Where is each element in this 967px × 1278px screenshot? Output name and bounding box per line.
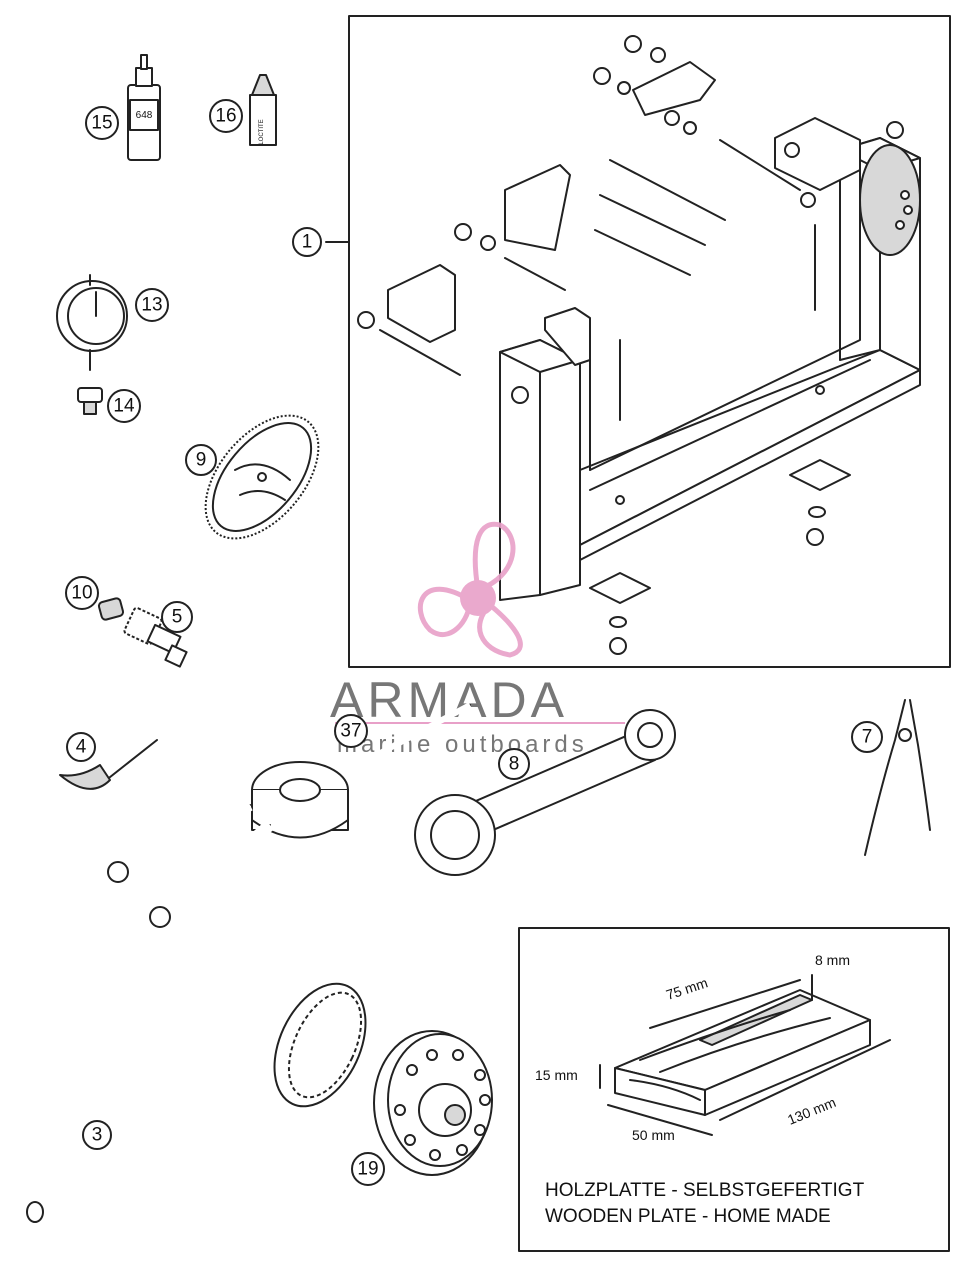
adapter-drawing	[77, 387, 103, 415]
caption-german: HOLZPLATTE - SELBSTGEFERTIGT	[545, 1180, 865, 1201]
engine-stand-drawing	[357, 35, 921, 655]
callout-16: 16	[209, 99, 243, 133]
holding-tool-drawing	[26, 982, 367, 1223]
degree-disc-drawing	[204, 414, 320, 540]
svg-text:13: 13	[141, 295, 162, 316]
callout-37: 37	[334, 714, 368, 748]
svg-text:37: 37	[340, 721, 361, 742]
svg-text:10: 10	[71, 583, 92, 604]
svg-text:19: 19	[357, 1159, 378, 1180]
callout-8: 8	[498, 748, 530, 780]
holding-wrench-drawing	[414, 709, 676, 876]
watermark-propeller-logo	[417, 521, 523, 658]
callout-5: 5	[161, 601, 193, 633]
callout-19: 19	[351, 1152, 385, 1186]
wooden-plate-drawing	[614, 989, 871, 1116]
dim-8: 8 mm	[815, 952, 850, 968]
tube-label: LOCTITE	[259, 119, 265, 144]
callout-4: 4	[66, 732, 96, 762]
engine-stand-frame-box	[348, 15, 951, 668]
callout-3: 3	[82, 1120, 112, 1150]
dim-75: 75 mm	[664, 974, 710, 1002]
svg-text:5: 5	[172, 607, 183, 628]
circlip-pliers-drawing	[864, 699, 931, 856]
callout-13: 13	[135, 288, 169, 322]
loctite-bottle-drawing: 648	[127, 54, 161, 161]
svg-text:7: 7	[862, 727, 873, 748]
svg-text:8: 8	[509, 754, 520, 775]
callout-10: 10	[65, 576, 99, 610]
callout-1: 1	[292, 227, 322, 257]
callout-14: 14	[107, 389, 141, 423]
dial-gauge-drawing	[56, 274, 128, 371]
svg-text:15: 15	[91, 113, 112, 134]
svg-text:1: 1	[302, 232, 313, 253]
rotor-disc-drawing	[373, 1030, 493, 1176]
svg-text:9: 9	[196, 450, 207, 471]
svg-text:14: 14	[113, 396, 135, 417]
dim-15: 15 mm	[535, 1067, 578, 1083]
flywheel-puller-drawing	[107, 702, 472, 928]
svg-text:16: 16	[215, 106, 236, 127]
pointer-tool-drawing	[59, 739, 158, 790]
puller-drawing	[97, 597, 188, 668]
bottle-label: 648	[136, 110, 153, 121]
wooden-plate-inset-box	[518, 927, 950, 1252]
callout-7: 7	[851, 721, 883, 753]
svg-text:3: 3	[92, 1125, 103, 1146]
callout-9: 9	[185, 444, 217, 476]
loctite-tube-drawing: LOCTITE	[249, 74, 277, 146]
dim-130: 130 mm	[785, 1094, 838, 1128]
dim-50: 50 mm	[632, 1127, 675, 1143]
callout-15: 15	[85, 106, 119, 140]
svg-text:4: 4	[76, 737, 87, 758]
caption-english: WOODEN PLATE - HOME MADE	[545, 1206, 831, 1227]
